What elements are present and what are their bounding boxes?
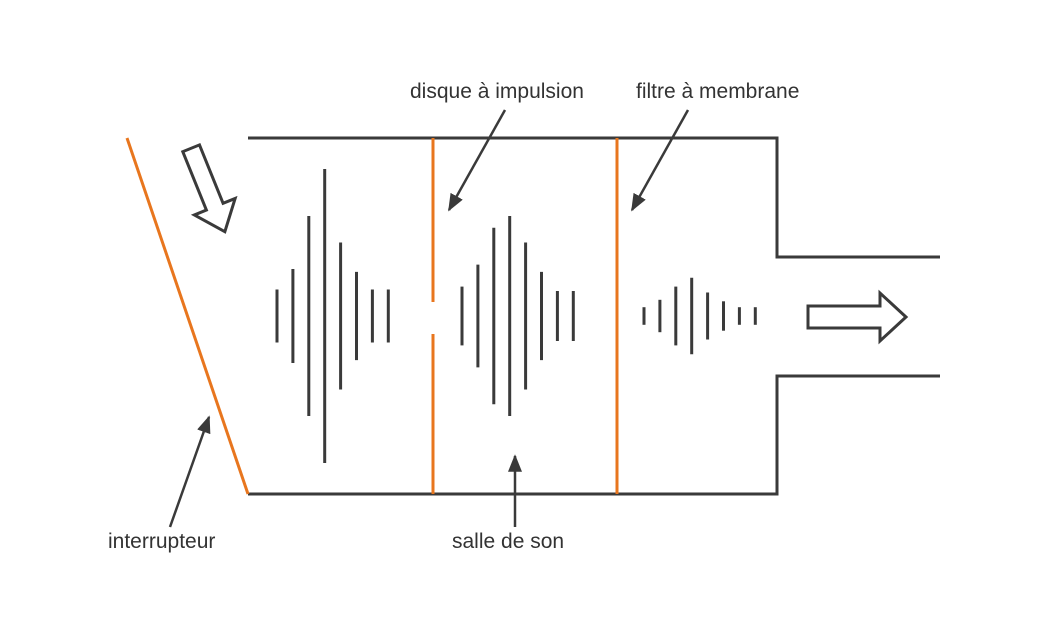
switch-label: interrupteur	[108, 530, 216, 553]
switch-line	[125, 137, 250, 495]
sound-wave-group-quiet	[642, 277, 757, 355]
housing-outline	[248, 136, 940, 496]
leader-arrow-switch	[168, 415, 211, 528]
sound-room-label: salle de son	[452, 530, 565, 553]
sound-wave-group-loud	[275, 169, 390, 463]
outlet-arrow-icon	[806, 289, 909, 345]
inlet-arrow-icon	[180, 142, 238, 234]
membrane-filter-label: filtre à membrane	[636, 80, 800, 103]
leader-arrow-membrane-filter	[630, 109, 690, 212]
pulse-disc-label: disque à impulsion	[410, 80, 584, 103]
sound-wave-group-medium	[460, 216, 575, 416]
leader-arrow-pulse-disc	[447, 109, 507, 212]
